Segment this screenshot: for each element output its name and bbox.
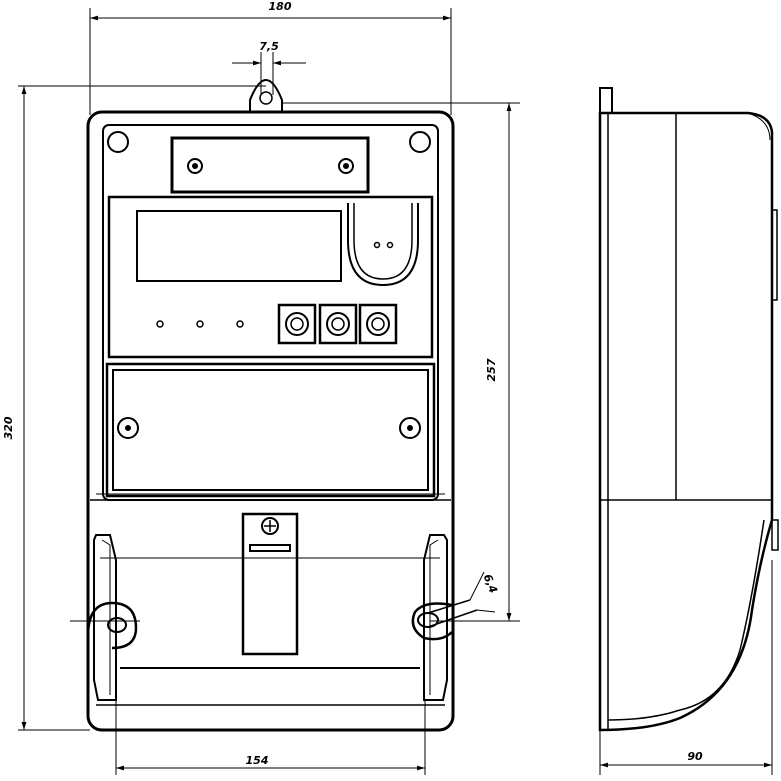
display-panel <box>107 195 434 359</box>
side-curve-inner <box>607 519 765 721</box>
indicator-led-3 <box>236 320 244 328</box>
dim-height-total: 320 <box>2 416 15 439</box>
dim-width-bottom: 154 <box>246 754 269 767</box>
nameplate-screw-left-center <box>192 163 198 169</box>
seal-block <box>241 512 299 656</box>
right-clamp <box>423 534 448 701</box>
nameplate-screw-right-icon <box>338 158 354 174</box>
side-latch <box>771 519 779 551</box>
hook-hole <box>259 91 273 105</box>
side-hook <box>599 87 613 113</box>
dim-depth: 90 <box>687 750 703 763</box>
indicator-led-2 <box>196 320 204 328</box>
indicator-led-1 <box>156 320 164 328</box>
meter-housing-outer <box>86 110 455 732</box>
right-mounting-slot <box>411 599 478 641</box>
side-body <box>598 111 774 732</box>
corner-screw-right-icon <box>409 131 431 153</box>
optical-port-arc <box>347 203 419 287</box>
dim-slot: 6,4 <box>481 572 500 595</box>
side-view <box>598 87 779 732</box>
dim-mount-hole: 7,5 <box>259 40 279 53</box>
left-clamp <box>93 534 117 701</box>
left-mounting-slot <box>86 601 138 650</box>
optical-port-arc-inner <box>353 203 413 280</box>
lcd-display <box>136 210 342 282</box>
cover-panel-inner <box>112 369 429 491</box>
control-button-1 <box>277 303 317 345</box>
corner-screw-left-icon <box>107 131 129 153</box>
hanging-hook <box>249 78 283 113</box>
left-clamp-detail <box>101 539 111 695</box>
nameplate-screw-left-icon <box>187 158 203 174</box>
right-clamp-detail <box>429 539 439 695</box>
dim-height-mount: 257 <box>485 358 498 381</box>
nameplate-screw-right-center <box>343 163 349 169</box>
side-bump <box>771 209 778 301</box>
control-button-3 <box>358 303 398 345</box>
optical-port-led-1 <box>373 241 381 249</box>
front-view <box>86 78 478 732</box>
meter-housing-inner <box>102 124 439 501</box>
dimension-lines <box>18 8 773 775</box>
cover-screw-left-icon <box>117 417 139 439</box>
dim-width-top: 180 <box>269 0 292 13</box>
nameplate <box>170 136 370 194</box>
cover-panel-outer <box>105 362 436 498</box>
side-top-curve <box>747 112 771 141</box>
control-button-2 <box>318 303 358 345</box>
cover-screw-right-icon <box>399 417 421 439</box>
optical-port-led-2 <box>386 241 394 249</box>
